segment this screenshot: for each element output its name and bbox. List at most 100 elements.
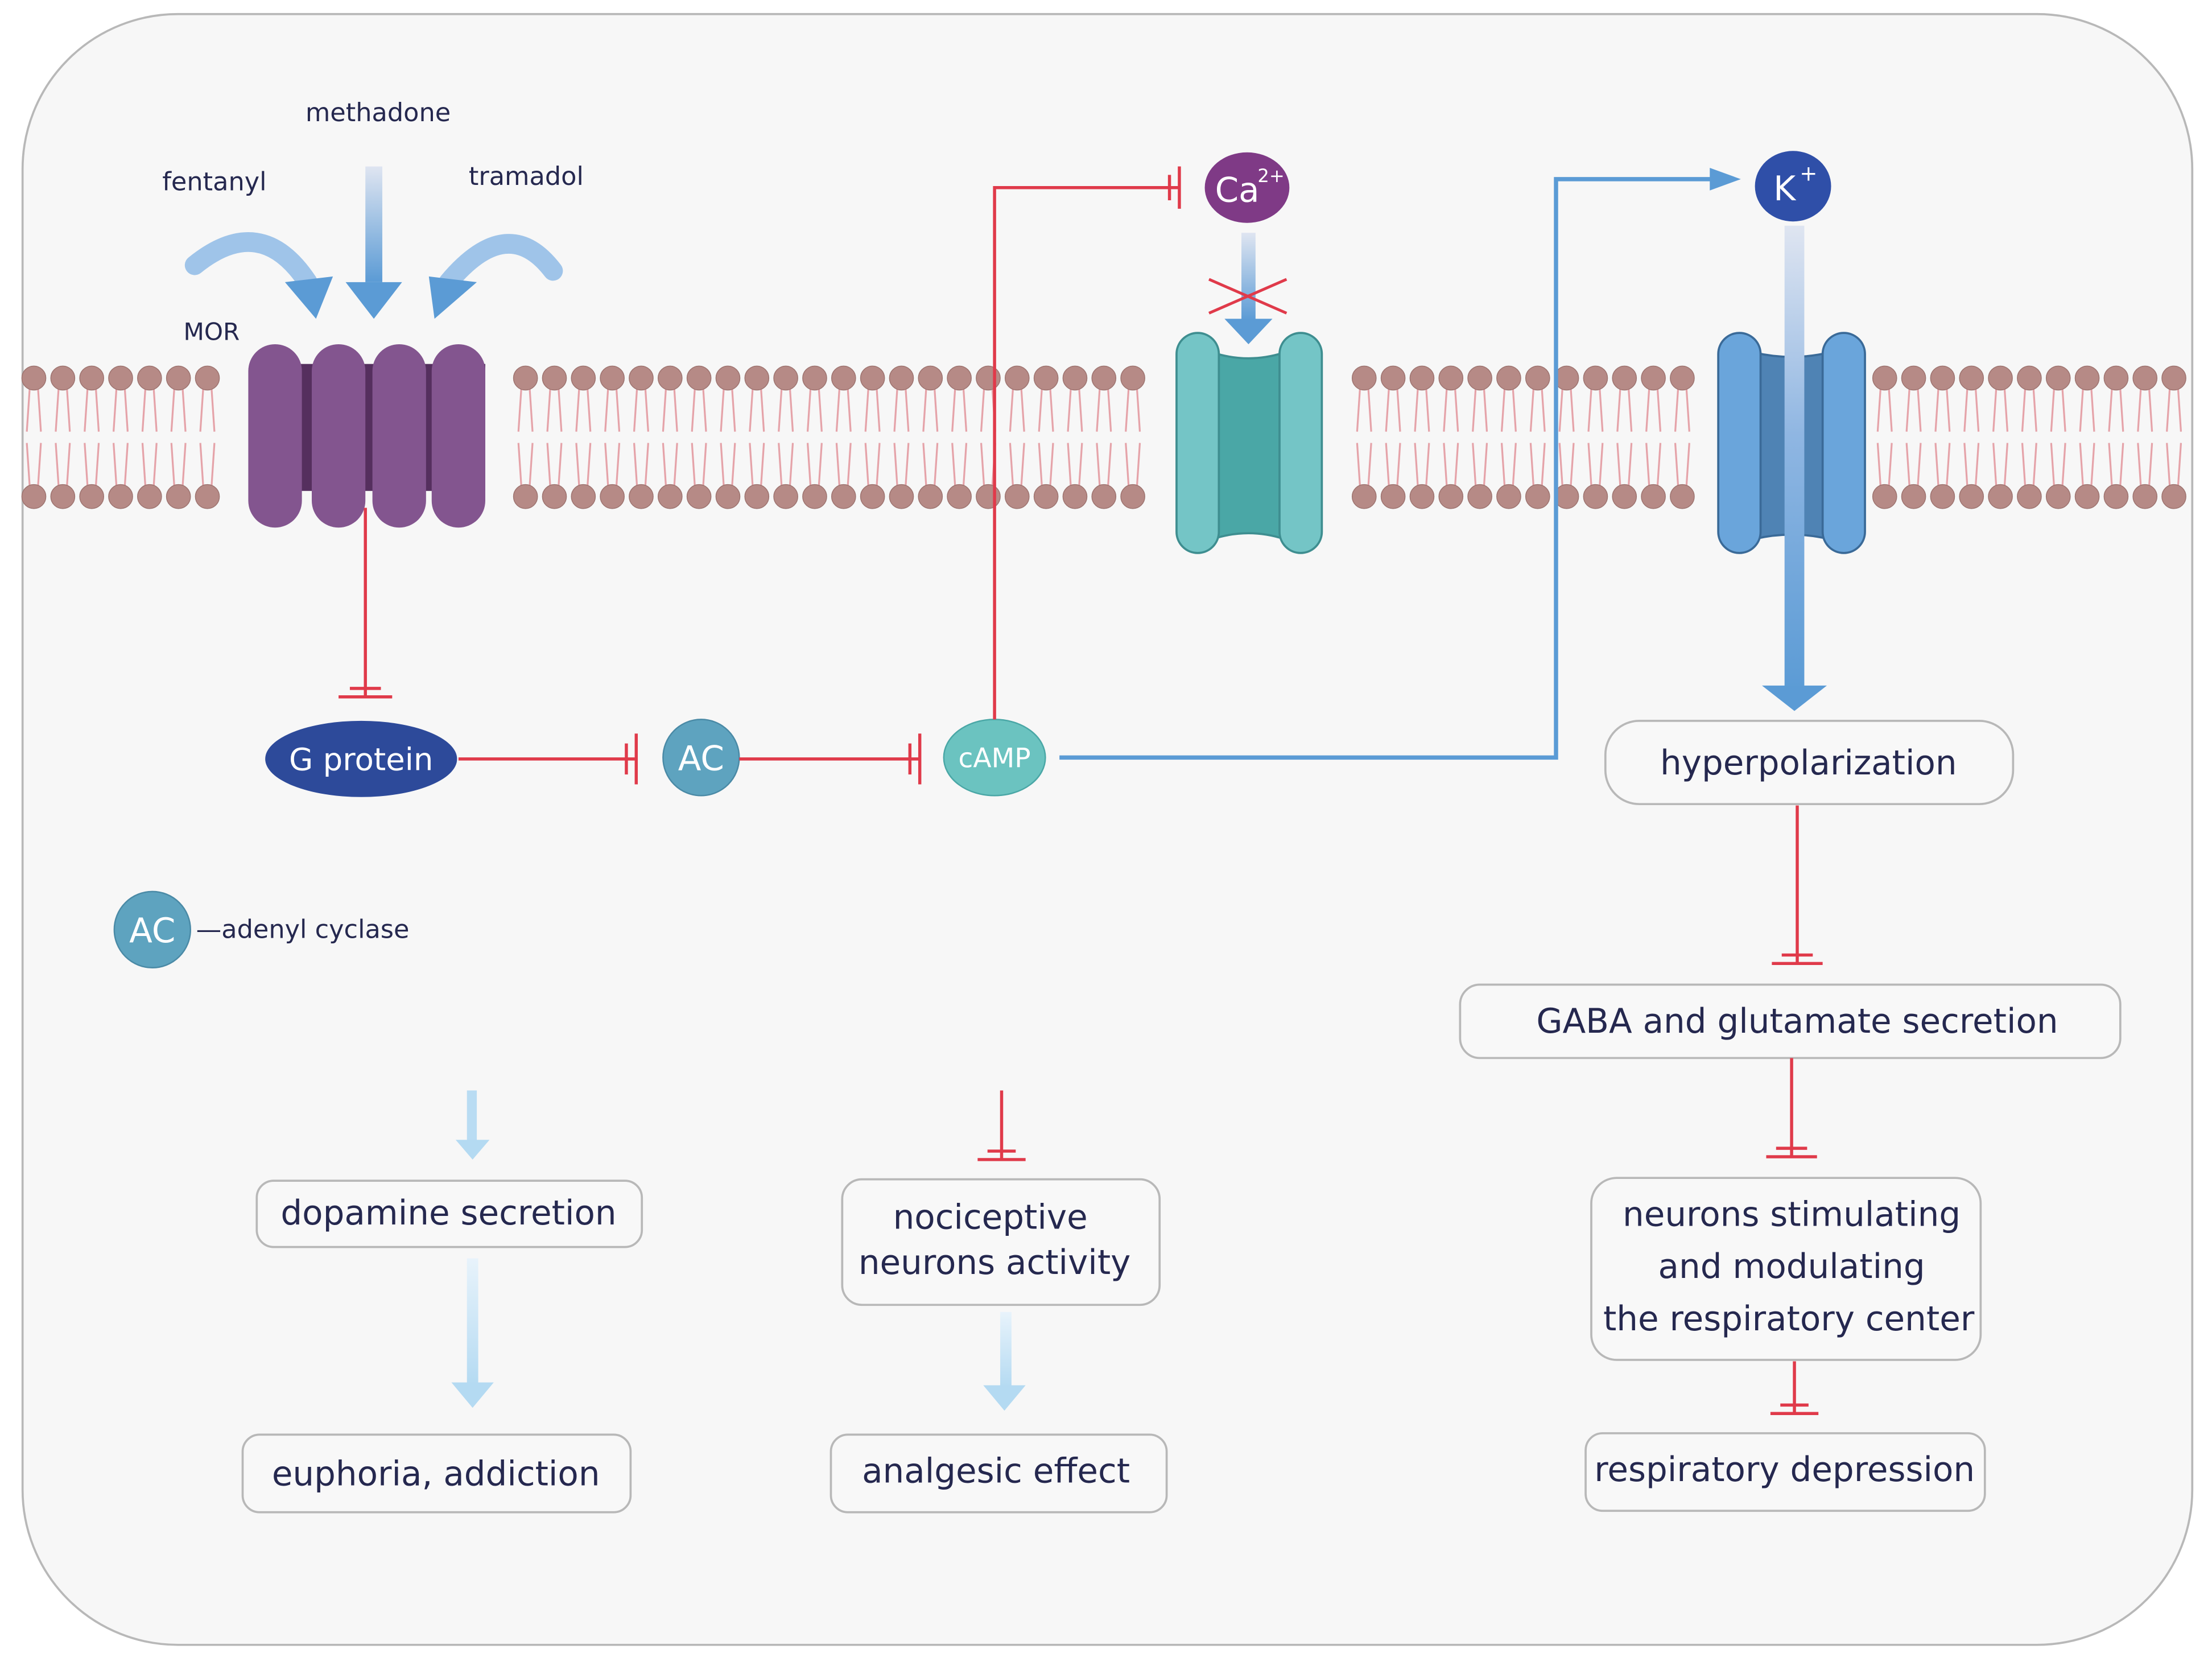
drug-label-tramadol: tramadol [469,162,584,191]
dopamine-secretion-box: dopamine secretion [255,1180,643,1248]
drug-label-fentanyl: fentanyl [162,167,266,197]
ac-node: AC [662,719,740,797]
phospholipid [1120,365,1145,509]
respiratory-depression-box: respiratory depression [1584,1432,1986,1512]
phospholipid [1554,365,1579,509]
legend-ac-icon [113,890,191,969]
calcium-channel [1175,332,1323,554]
gprotein-to-ac-inhibition [458,733,638,785]
phospholipid [1351,365,1377,509]
mor-to-gprotein-inhibition [339,508,393,699]
phospholipid [1438,365,1464,509]
receptor-label-mor: MOR [184,318,240,346]
g-protein-node: G protein [265,720,457,797]
camp-to-calcium-inhibition [993,166,1181,720]
phospholipid [1004,365,1030,509]
phospholipid [1583,365,1608,509]
nociceptive-label-line2: neurons activity [859,1243,1131,1283]
mor-receptor [248,344,485,528]
phospholipid [2074,365,2100,509]
dopamine-secretion-label: dopamine secretion [280,1194,616,1233]
phospholipid [1959,365,1984,509]
phospholipid [802,365,827,509]
phospholipid [831,365,856,509]
phospholipid [1901,365,1926,509]
methadone-binding-arrow [345,166,402,319]
ac-to-camp-inhibition [739,733,922,785]
respiratory-neurons-line2: and modulating [1658,1247,1925,1286]
potassium-symbol: K [1773,170,1797,209]
potassium-charge: + [1800,160,1817,185]
phospholipid [773,365,798,509]
diagram-frame [21,13,2194,1646]
hyperpolarization-to-gaba-inhibition [1772,805,1823,966]
phospholipid [860,365,885,509]
nociceptive-label-line1: nociceptive [893,1198,1088,1237]
phospholipid [195,365,220,509]
potassium-channel [1717,332,1866,554]
phospholipid [744,365,770,509]
respiratory-neurons-line1: neurons stimulating [1623,1195,1961,1234]
fentanyl-binding-arrow [184,232,333,319]
phospholipid [1872,365,1897,509]
respiratory-depression-label: respiratory depression [1594,1450,1975,1490]
phospholipid [947,365,972,509]
phospholipid [629,365,654,509]
phospholipid [108,365,133,509]
nociceptive-to-analgesic-arrow [983,1312,1026,1411]
camp-node: cAMP [943,719,1046,797]
phospholipid [21,365,47,509]
phospholipid [1467,365,1492,509]
hyperpolarization-box: hyperpolarization [1604,720,2015,806]
phospholipid [686,365,712,509]
legend-ac-symbol: AC [129,912,175,951]
phospholipid [542,365,567,509]
phospholipid [513,365,538,509]
phospholipid [166,365,191,509]
phospholipid [79,365,104,509]
gaba-glutamate-box: GABA and glutamate secretion [1459,983,2122,1059]
phospholipid [657,365,683,509]
legend-ac-description: —adenyl cyclase [196,915,410,945]
phospholipid [1409,365,1435,509]
respiratory-neurons-line3: the respiratory center [1603,1300,1975,1339]
phospholipid [137,365,162,509]
phospholipid [1062,365,1088,509]
phospholipid [1670,365,1695,509]
phospholipid [2017,365,2042,509]
phospholipid [600,365,625,509]
camp-to-potassium-activation [1059,168,1741,760]
euphoria-addiction-label: euphoria, addiction [272,1455,600,1494]
phospholipid [889,365,914,509]
calcium-charge: 2+ [1257,165,1285,187]
cell-membrane [21,365,2186,509]
calcium-ion: Ca 2+ [1204,152,1290,223]
phospholipid [1988,365,2013,509]
euphoria-addiction-box: euphoria, addiction [241,1433,632,1514]
hyperpolarization-label: hyperpolarization [1660,744,1957,783]
potassium-efflux-arrow [1762,225,1827,711]
respiratory-neurons-box: neurons stimulating and modulating the r… [1590,1177,1982,1361]
phospholipid [2161,365,2186,509]
legend: AC —adenyl cyclase [113,890,410,969]
phospholipid [2103,365,2129,509]
phospholipid [571,365,596,509]
analgesic-effect-box: analgesic effect [830,1433,1168,1514]
phospholipid [1525,365,1550,509]
calcium-influx-arrow-blocked [1208,233,1287,344]
phospholipid [2045,365,2071,509]
camp-label: cAMP [959,743,1031,774]
phospholipid [1641,365,1666,509]
phospholipid [1033,365,1059,509]
phospholipid [918,365,943,509]
dopamine-to-euphoria-arrow [451,1258,494,1408]
phospholipid [1930,365,1955,509]
phospholipid [715,365,741,509]
phospholipid [1612,365,1637,509]
phospholipid [1496,365,1521,509]
analgesic-effect-label: analgesic effect [862,1452,1130,1491]
gaba-glutamate-label: GABA and glutamate secretion [1536,1002,2058,1041]
phospholipid [50,365,76,509]
